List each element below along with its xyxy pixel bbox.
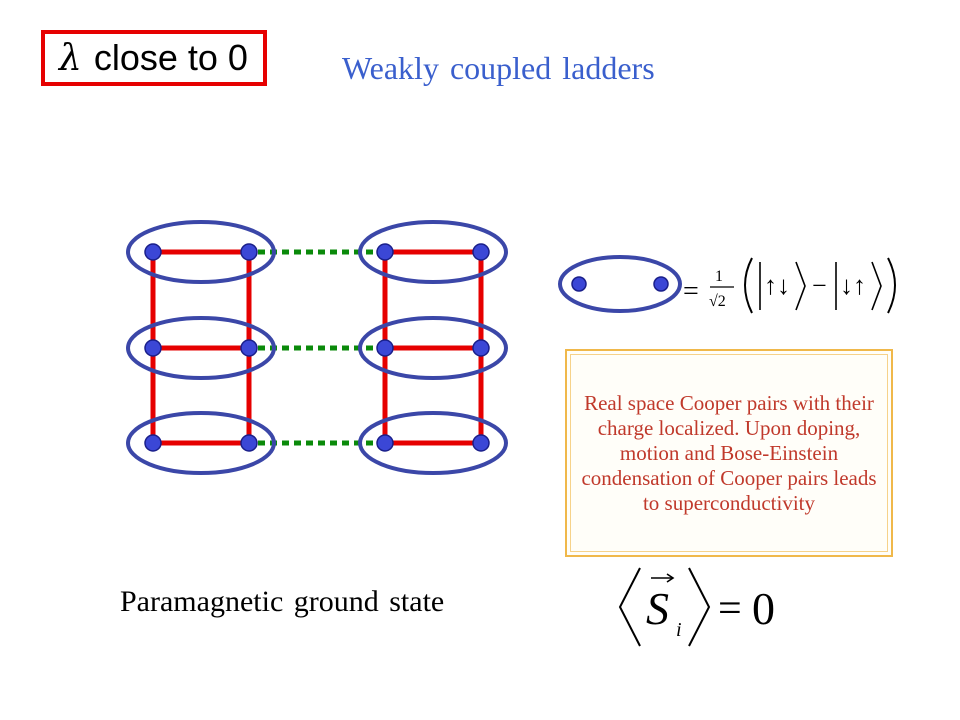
site — [472, 339, 490, 357]
singlet-formula: = 1 √2 ↑↓ − ↓↑ — [683, 257, 896, 314]
legend-site-right — [653, 276, 669, 292]
singlet-ellipses — [126, 220, 508, 475]
singlet-equals: = — [683, 276, 699, 307]
ket1-arrows: ↑↓ — [764, 271, 790, 300]
legend-site-left — [571, 276, 587, 292]
info-box: Real space Cooper pairs with their charg… — [565, 349, 893, 557]
singlet-ellipse-right-bottom — [358, 411, 508, 475]
coefficient-denominator: √2 — [709, 293, 726, 310]
interladder-couplings — [258, 249, 376, 446]
formula-value: 0 — [752, 583, 775, 634]
info-text: Real space Cooper pairs with their charg… — [581, 390, 877, 515]
site — [144, 243, 162, 261]
caption: Paramagnetic ground state — [120, 585, 445, 618]
ket2-arrows: ↓↑ — [840, 271, 866, 300]
singlet-ellipse-left-middle — [126, 316, 276, 380]
site — [144, 434, 162, 452]
vector-arrow-head — [666, 573, 675, 583]
site — [472, 434, 490, 452]
slide-title: Weakly coupled ladders — [342, 50, 655, 86]
site — [376, 243, 394, 261]
formula-equals: = — [718, 586, 742, 632]
singlet-ellipse-right-top — [358, 220, 508, 284]
site — [472, 243, 490, 261]
singlet-ellipse-left-bottom — [126, 411, 276, 475]
site — [240, 434, 258, 452]
site — [376, 434, 394, 452]
right-angle-bracket — [688, 567, 711, 647]
singlet-ellipse-left-top — [126, 220, 276, 284]
left-angle-bracket — [618, 567, 641, 647]
spin-symbol: S — [646, 583, 669, 634]
site — [144, 339, 162, 357]
site — [240, 339, 258, 357]
ket2-angle — [871, 261, 882, 311]
legend-singlet — [558, 255, 682, 313]
ket1-angle — [795, 261, 806, 311]
lambda-symbol: λ — [59, 37, 82, 79]
singlet-ellipse-right-middle — [358, 316, 508, 380]
spin-expectation-formula: S i = 0 — [618, 567, 775, 647]
coefficient-numerator: 1 — [715, 268, 723, 285]
site — [376, 339, 394, 357]
lambda-text: close to — [93, 37, 218, 78]
spin-subscript: i — [676, 619, 682, 641]
legend-singlet-ellipse — [558, 255, 682, 313]
lattice-sites — [144, 243, 490, 452]
lambda-condition-box: λ close to 0 — [41, 30, 267, 86]
left-paren — [744, 257, 753, 314]
site — [240, 243, 258, 261]
ket-minus: − — [812, 271, 827, 300]
right-paren — [887, 257, 896, 314]
lambda-value: 0 — [227, 37, 248, 78]
